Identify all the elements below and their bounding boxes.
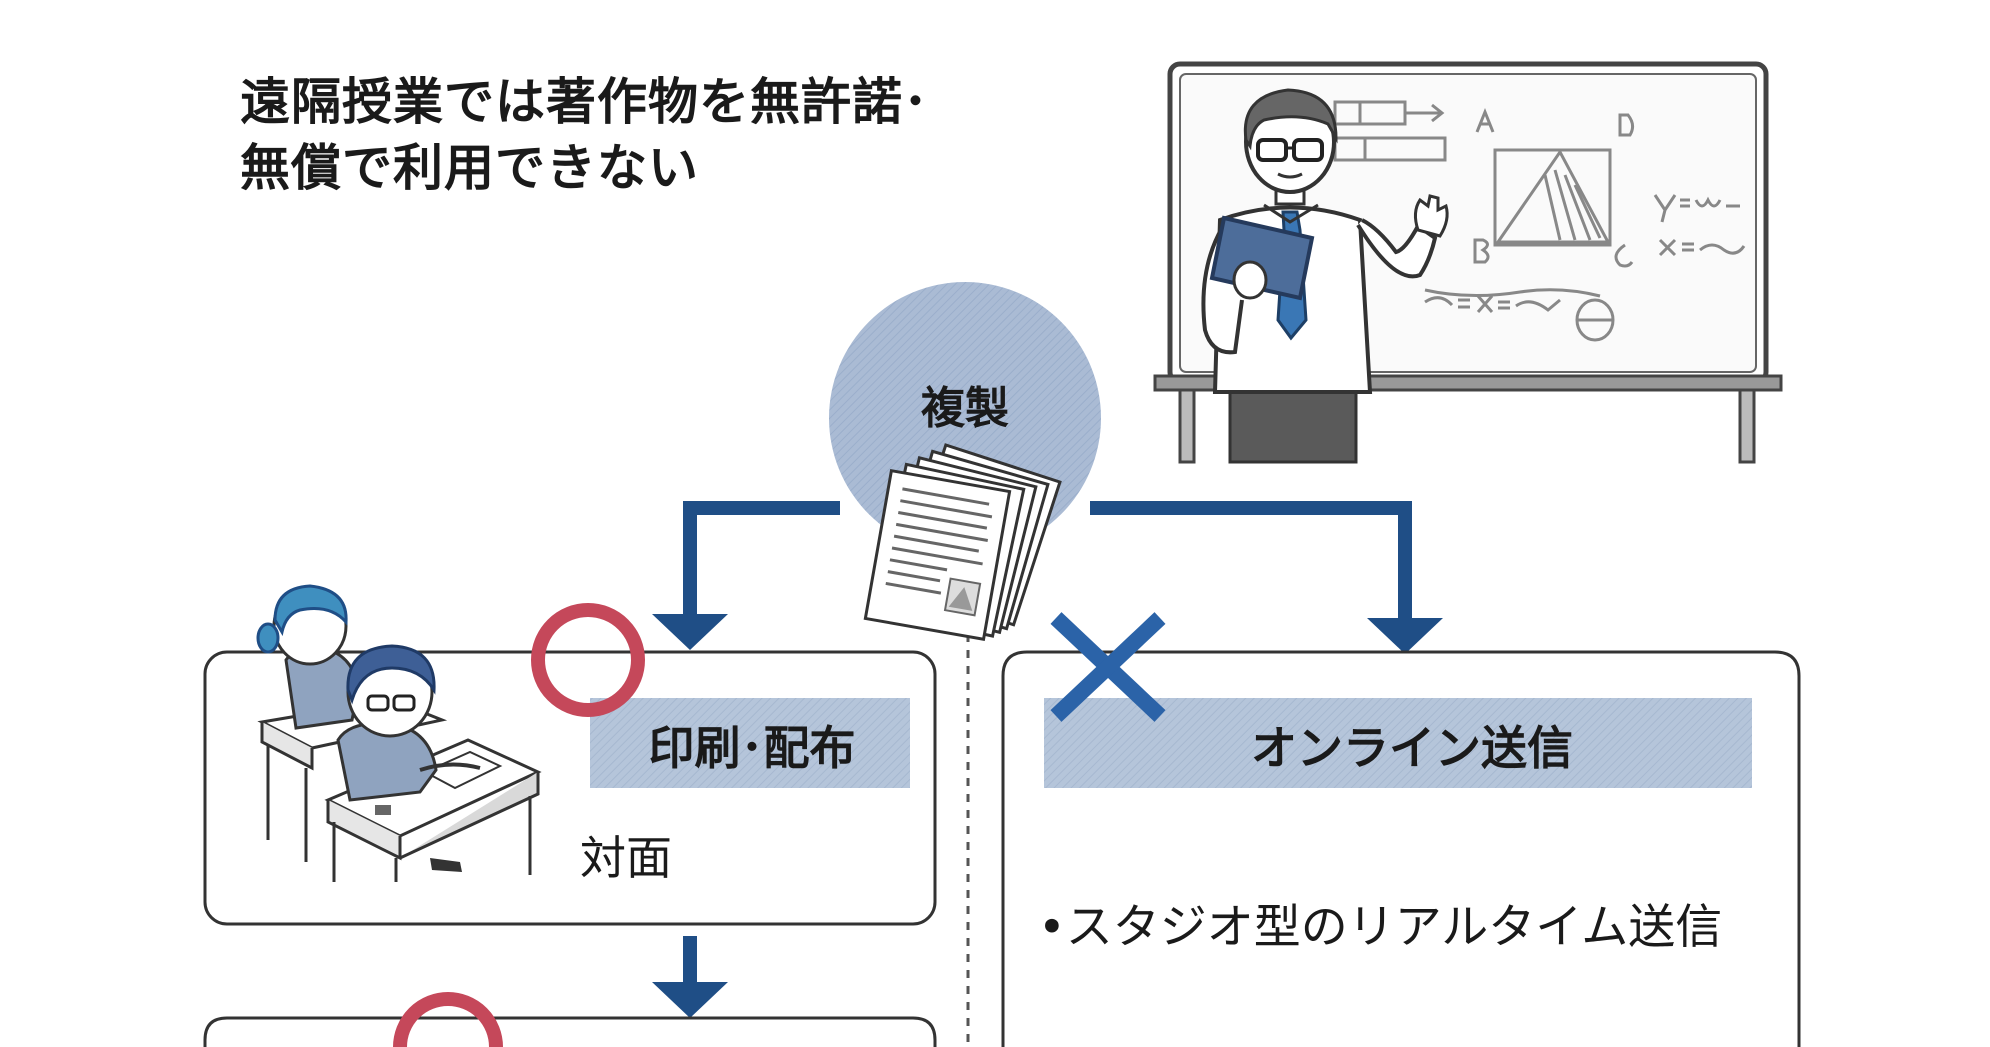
branch-arrows <box>683 501 1412 990</box>
studio-realtime-item: •スタジオ型のリアルタイム送信 <box>1038 900 1723 955</box>
title-line-1: 遠隔授業では著作物を無許諾･ <box>240 73 929 131</box>
ok-mark-print <box>531 603 645 717</box>
online-transmission-label: オンライン送信 <box>1251 721 1573 775</box>
arrow-head-online <box>1367 618 1443 654</box>
arrow-head-print <box>652 614 728 650</box>
ok-mark-lower <box>393 992 503 1047</box>
lower-box <box>203 1016 937 1047</box>
document-stack-icon <box>863 443 1062 641</box>
copy-label: 複製 <box>921 383 1009 434</box>
face-to-face-label: 対面 <box>580 831 672 885</box>
ng-mark-online <box>1050 612 1166 722</box>
arrow-head-lower <box>652 982 728 1018</box>
title-line-2: 無償で利用できない <box>240 139 699 197</box>
students-illustration <box>256 584 542 882</box>
print-distribution-label: 印刷･配布 <box>648 721 856 775</box>
teacher-whiteboard-illustration <box>1153 61 1783 464</box>
print-label-band <box>590 698 910 788</box>
